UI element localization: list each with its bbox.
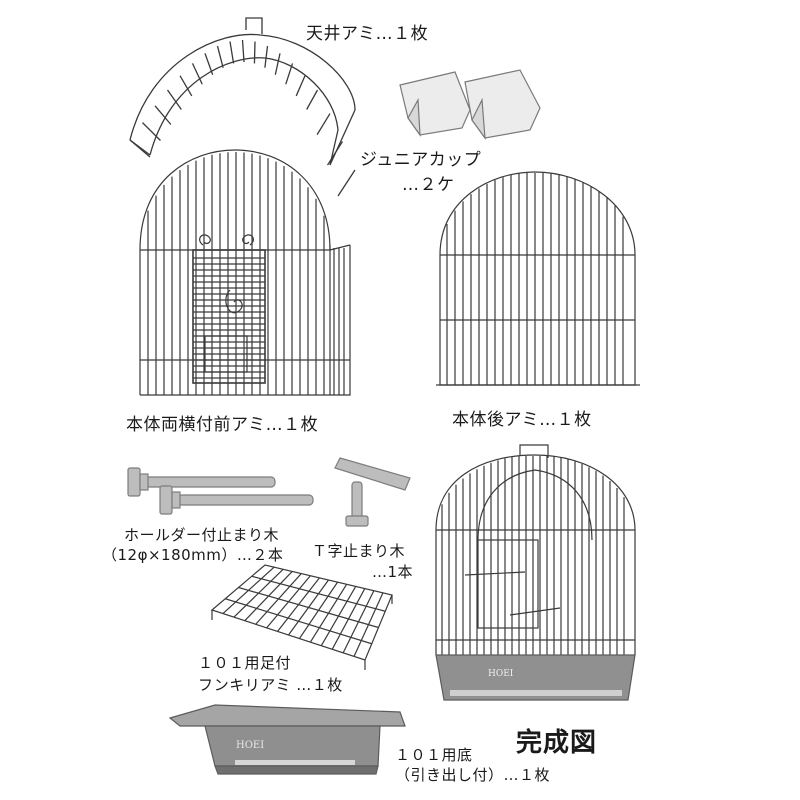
junior-cup-qty-label: …２ケ (402, 175, 455, 195)
holder-perch-name-label: ホールダー付止まり木 (124, 526, 280, 544)
rear-mesh-label: 本体後アミ…１枚 (452, 410, 592, 430)
t-perch-qty-label: …1本 (372, 563, 414, 581)
base-tray-qty-label: （引き出し付）…１枚 (395, 766, 551, 784)
base-tray-name-label: １０１用底 (395, 746, 473, 764)
completed-diagram-title: 完成図 (516, 728, 598, 758)
ceiling-mesh-label: 天井アミ…１枚 (306, 24, 429, 44)
holder-perch-qty-label: （12φ×180mm）…２本 (102, 546, 284, 564)
cage-brand-text: HOEI (488, 669, 514, 679)
floor-grate-qty-label: フンキリアミ …１枚 (198, 676, 343, 694)
t-perch-name-label: Ｔ字止まり木 (312, 542, 406, 560)
front-side-mesh-label: 本体両横付前アミ…１枚 (126, 415, 319, 435)
floor-grate-name-label: １０１用足付 (198, 654, 292, 672)
junior-cup-name-label: ジュニアカップ (360, 150, 482, 170)
tray-brand-text: HOEI (236, 740, 264, 751)
